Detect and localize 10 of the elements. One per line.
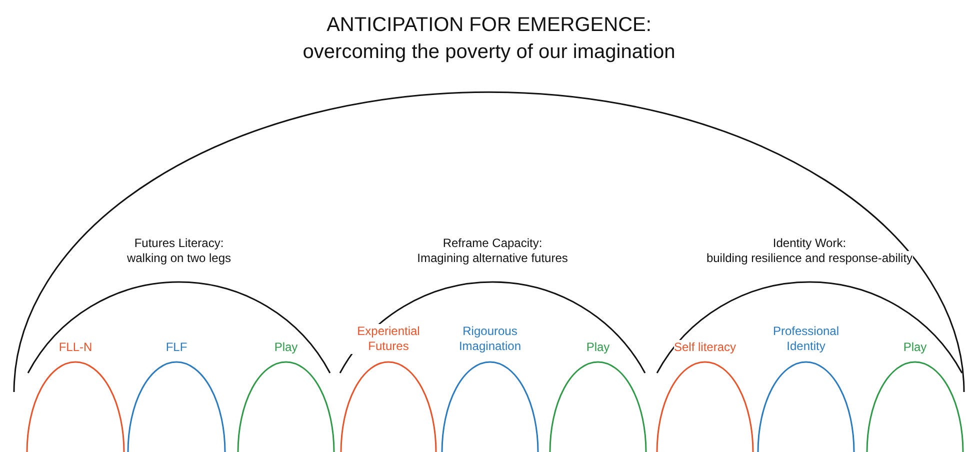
- arch-heading: Self literacy: [674, 340, 736, 355]
- arch-subheading: walking on two legs: [126, 251, 232, 266]
- arch-heading: Play: [903, 340, 927, 355]
- arch-heading: Identity Work:: [772, 236, 846, 251]
- arch-heading: Futures Literacy:: [134, 236, 224, 251]
- arch-subheading: building resilience and response-ability: [706, 251, 913, 266]
- arch-heading: Play: [586, 340, 610, 355]
- arch-heading: Play: [274, 340, 298, 355]
- arch-heading: Reframe Capacity:: [442, 236, 542, 251]
- arch-subheading: Imagining alternative futures: [417, 251, 568, 266]
